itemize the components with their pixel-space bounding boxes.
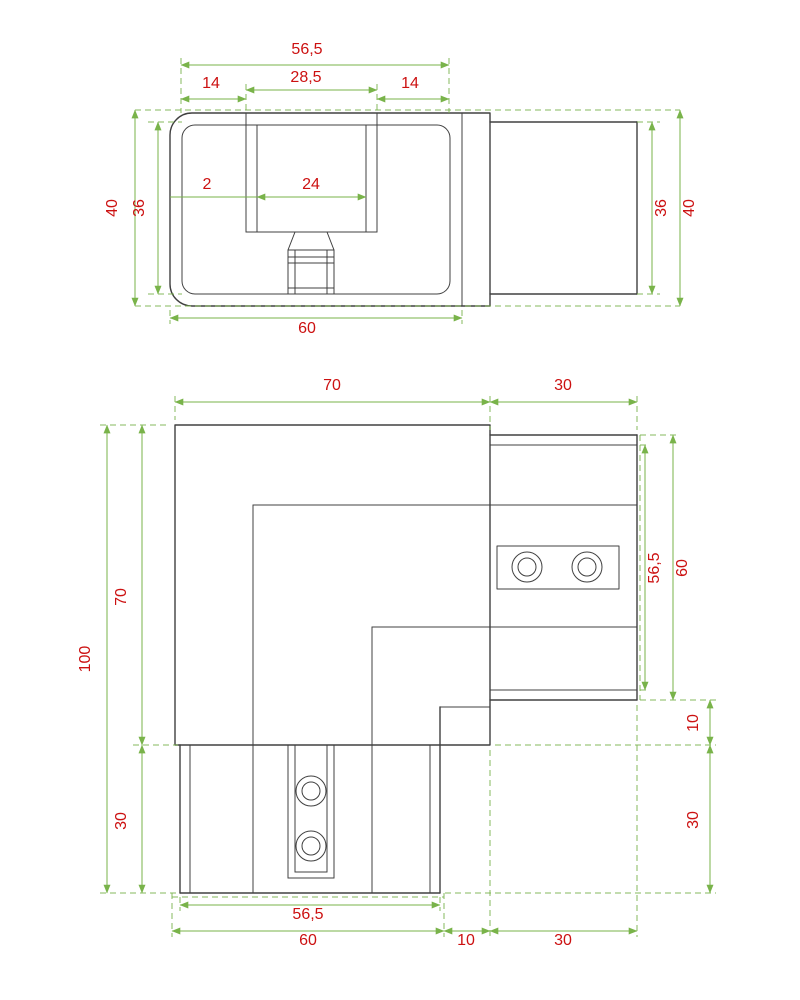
dim-top-height-inner-right: 36 [653,199,670,217]
dim-top-notch-inner: 24 [302,176,320,193]
front-view-dimensions: 70 30 100 70 30 56,5 60 10 30 56,5 60 10… [77,377,716,949]
dim-front-body-height: 70 [113,588,130,606]
dim-top-overall-width: 56,5 [291,41,322,58]
body-inner-wall [181,124,451,295]
dim-front-arm-width: 56,5 [292,906,323,923]
dim-top-wall-thickness: 2 [203,176,212,193]
top-notch [245,112,378,233]
screw-hole-right-2 [571,551,603,583]
dim-front-offset-right: 10 [685,714,702,732]
dim-front-socket-width: 60 [299,932,317,949]
dim-top-offset-right: 14 [401,75,419,92]
dim-front-tube-bottom-right: 30 [685,811,702,829]
front-view: 70 30 100 70 30 56,5 60 10 30 56,5 60 10… [77,377,716,949]
top-view: 56,5 14 28,5 14 2 24 40 36 36 40 60 [104,41,698,337]
tube-right-top-view [489,121,638,295]
dim-top-height-inner-left: 36 [131,199,148,217]
elbow-body-outline [174,424,491,746]
dim-front-tube-right-length: 30 [554,377,572,394]
screw-hole-bottom-2 [295,830,327,862]
dim-front-tube-right-outer: 60 [674,559,691,577]
dim-front-tube-bottom-length: 30 [113,812,130,830]
screw-hole-bottom-1 [295,775,327,807]
body-outline [169,112,491,307]
dim-front-body-width: 70 [323,377,341,394]
top-view-part [169,112,638,307]
dim-front-tube-right-inner: 56,5 [646,552,663,583]
screw-strip-right [496,545,620,590]
tube-right [489,434,638,701]
top-view-dimensions: 56,5 14 28,5 14 2 24 40 36 36 40 60 [104,41,698,337]
dim-front-overall-height: 100 [77,646,94,673]
tube-bottom [179,744,441,894]
front-view-part [174,424,638,894]
dim-top-offset-left: 14 [202,75,220,92]
dim-top-body-width: 60 [298,320,316,337]
dim-top-notch-outer: 28,5 [290,69,321,86]
dim-top-height-outer-left: 40 [104,199,121,217]
screw-hole-right-1 [511,551,543,583]
dim-front-tube-right-bottom: 30 [554,932,572,949]
dim-front-offset-bottom: 10 [457,932,475,949]
dim-top-height-outer-right: 40 [681,199,698,217]
clamp-screw-channel [287,231,335,295]
